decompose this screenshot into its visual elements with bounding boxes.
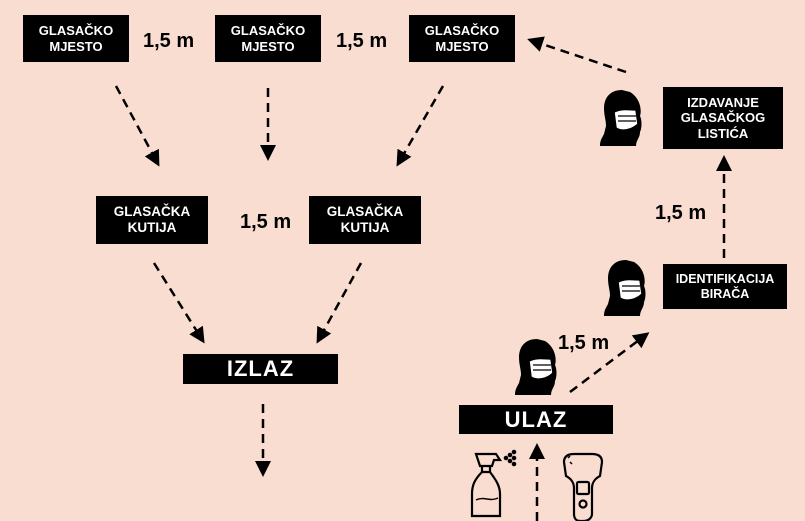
distance-label: 1,5 m [143,30,195,52]
masked-person-icon [600,90,642,146]
distance-label: 1,5 m [240,211,292,233]
arrow-issue-to-station3 [527,36,627,74]
arrow-box1-to-exit [152,262,205,344]
arrow-box2-to-exit [316,262,363,344]
distance-label: 1,5 m [655,202,707,224]
thermometer-icon [562,452,604,521]
arrow-station1-to-box1 [114,85,160,167]
masked-person-icon [515,339,557,395]
entrance-box: ULAZ [459,405,613,434]
arrow-station3-to-box2 [396,85,445,167]
arrow-entrance-to-identification [569,332,650,393]
masked-person-icon [604,260,646,316]
exit-box: IZLAZ [183,354,338,384]
distance-label: 1,5 m [336,30,388,52]
spray-bottle-icon [470,449,517,518]
distance-label: 1,5 m [558,332,610,354]
